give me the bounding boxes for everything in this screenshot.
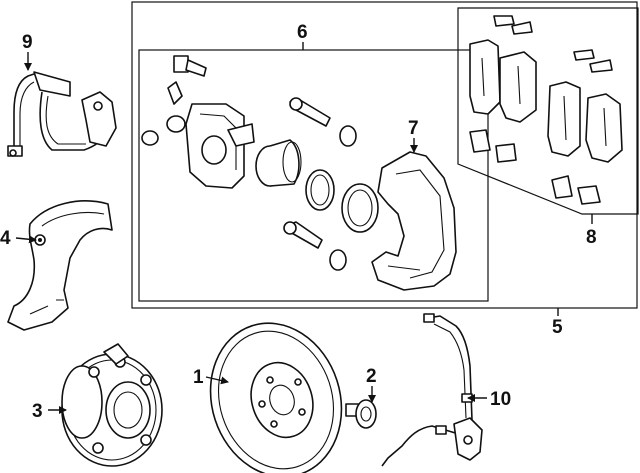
callout-8: 8 xyxy=(586,227,597,248)
brake-hose xyxy=(7,71,117,157)
leader-lines xyxy=(15,42,593,414)
callout-9: 9 xyxy=(22,32,33,53)
guide-pin-bolt-upper xyxy=(289,97,331,127)
callout-2: 2 xyxy=(366,366,377,387)
bleeder-screw xyxy=(167,81,183,105)
brake-rotor xyxy=(209,322,343,473)
guide-pin-boots xyxy=(141,115,186,146)
caliper-bolt-upper xyxy=(173,55,207,77)
wheel-speed-sensor xyxy=(381,313,483,467)
pad-kit-box xyxy=(457,7,639,215)
dust-boot xyxy=(341,183,379,233)
caliper-bracket xyxy=(371,151,457,291)
splash-shield xyxy=(7,200,113,331)
pad-kit xyxy=(469,15,623,205)
caliper-housing xyxy=(185,103,255,189)
callout-6: 6 xyxy=(297,22,308,43)
callout-5: 5 xyxy=(552,317,563,338)
callout-3: 3 xyxy=(32,401,43,422)
callout-1: 1 xyxy=(193,367,204,388)
callout-4: 4 xyxy=(0,228,11,249)
guide-pin-boot-lower xyxy=(329,249,347,271)
callout-10: 10 xyxy=(490,389,511,410)
hub-bearing xyxy=(61,343,163,467)
caliper-piston xyxy=(255,139,302,187)
rotor-screw xyxy=(345,399,377,429)
callout-7: 7 xyxy=(408,118,419,139)
guide-pin-bushing xyxy=(339,125,357,147)
guide-pin-bolt-lower xyxy=(283,221,323,249)
piston-seal xyxy=(305,169,335,211)
caliper-assembly-group-box xyxy=(131,1,638,309)
